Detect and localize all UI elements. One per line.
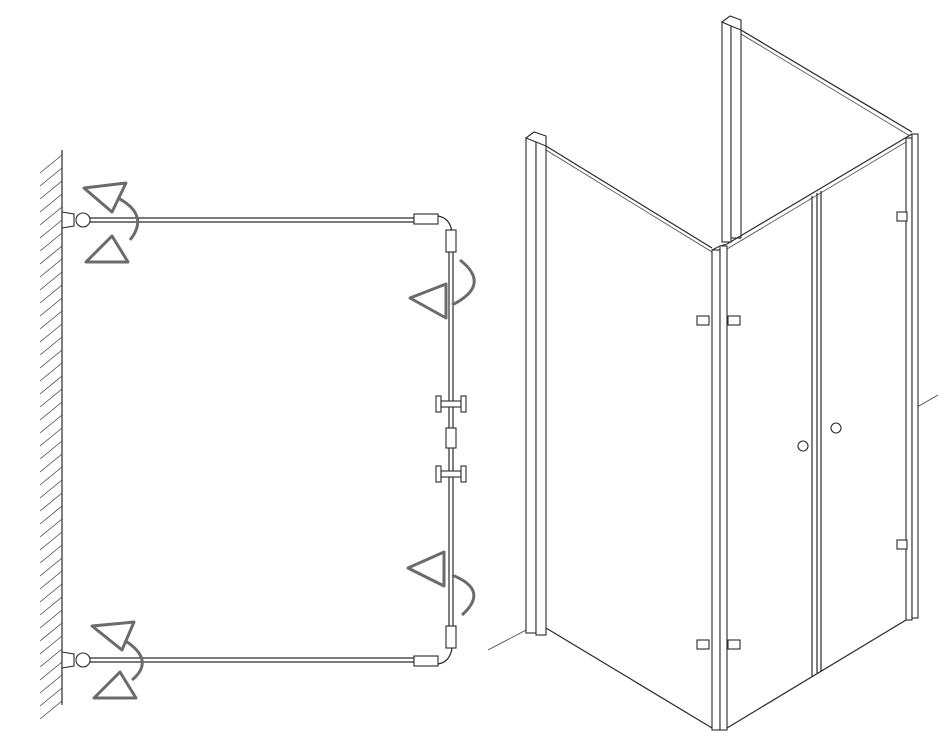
wall-hatch-line: [39, 544, 63, 564]
wall-hatch-line: [39, 349, 63, 369]
isometric-view: [487, 15, 939, 731]
rotation-arrow-top-wall: [82, 181, 140, 264]
wall-hatch-line: [39, 453, 63, 473]
wall-hatch-line: [39, 193, 63, 213]
wall-hatch-line: [39, 570, 63, 590]
wall-hatch-line: [39, 401, 63, 421]
plan-view: [39, 150, 476, 720]
front-doors: [435, 252, 467, 626]
wall-hatch-line: [39, 648, 63, 668]
wall-hatch-line: [39, 284, 63, 304]
left-wall-post: [524, 131, 547, 636]
wall-hatch-line: [39, 635, 63, 655]
wall-hatch-line: [39, 362, 63, 382]
door-handles: [797, 422, 842, 452]
wall-hatch-line: [39, 414, 63, 434]
wall-hatch-line: [39, 622, 63, 642]
wall-hatch-line: [39, 505, 63, 525]
hinges: [696, 211, 908, 650]
wall-hatch-line: [39, 206, 63, 226]
wall-hatch-line: [39, 154, 63, 174]
front-corner-post: [711, 243, 728, 731]
wall-hatch-line: [39, 219, 63, 239]
wall-hatch-line: [39, 297, 63, 317]
wall-hatch-line: [39, 531, 63, 551]
back-wall-post: [720, 15, 742, 243]
door-knob-lower: [435, 465, 467, 483]
wall-hatch-line: [39, 609, 63, 629]
rotation-arrow-bottom-wall: [90, 620, 144, 700]
wall-hatch-line: [39, 167, 63, 187]
side-panel-glass: [545, 145, 713, 729]
bottom-wall-hinge: [61, 651, 91, 669]
wall-hatch-line: [39, 323, 63, 343]
door-split: [811, 191, 822, 676]
right-post: [905, 133, 919, 621]
wall: [39, 150, 63, 720]
wall-hatch-line: [39, 310, 63, 330]
wall-hatch-line: [39, 388, 63, 408]
top-wall-hinge: [61, 211, 91, 229]
wall-hatch-line: [39, 479, 63, 499]
wall-hatch-line: [39, 661, 63, 681]
wall-hatch-line: [39, 336, 63, 356]
wall-hatch-line: [39, 466, 63, 486]
wall-hatch-line: [39, 375, 63, 395]
wall-hatch-line: [39, 518, 63, 538]
wall-hatch-line: [39, 700, 63, 720]
wall-hatch-line: [39, 687, 63, 707]
wall-hatch-line: [39, 674, 63, 694]
wall-hatch-line: [39, 427, 63, 447]
top-panel: [90, 213, 457, 253]
door-knob-upper: [435, 395, 467, 413]
wall-hatch-line: [39, 245, 63, 265]
wall-hatch-line: [39, 232, 63, 252]
front-top-edge: [726, 133, 913, 729]
rotation-arrow-bottom-door: [406, 550, 476, 617]
rotation-arrow-top-door: [408, 258, 476, 320]
back-top-edge: [740, 29, 913, 137]
wall-hatch-line: [39, 583, 63, 603]
wall-hatch-line: [39, 440, 63, 460]
wall-hatch-line: [39, 492, 63, 512]
bottom-panel: [90, 625, 457, 667]
wall-hatch-line: [39, 180, 63, 200]
wall-hatch-line: [39, 258, 63, 278]
wall-hatch-line: [39, 557, 63, 577]
wall-hatch-line: [39, 596, 63, 616]
wall-hatch-line: [39, 271, 63, 291]
